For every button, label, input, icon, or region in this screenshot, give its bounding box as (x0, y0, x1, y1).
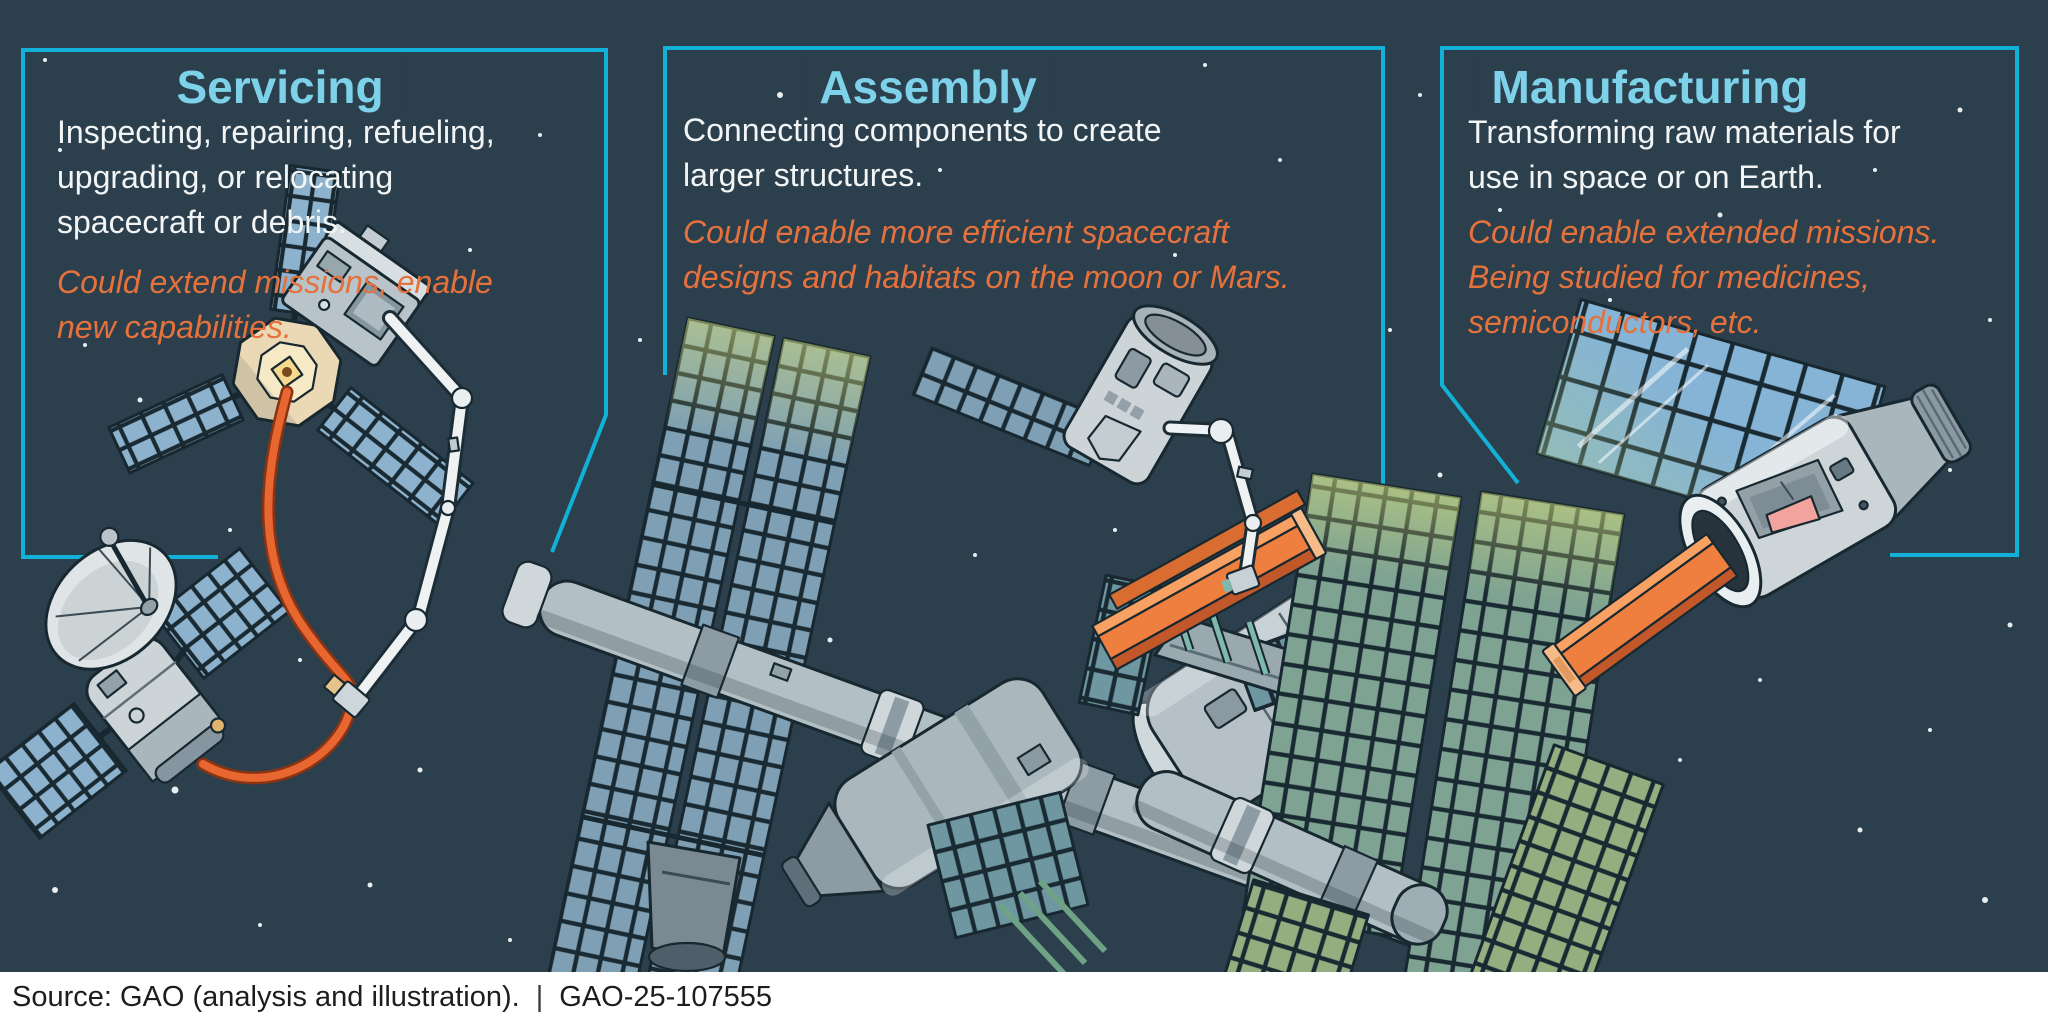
arm-gripper (322, 673, 371, 719)
assembly-robot-arm (1162, 417, 1263, 596)
assembly-bracket (663, 46, 1385, 487)
station-mid-panel (926, 790, 1090, 940)
servicing-illustration (0, 164, 475, 840)
source-text: Source: GAO (analysis and illustration). (12, 981, 520, 1013)
dish-antenna (44, 526, 178, 671)
manufacturing-bracket (1440, 46, 2019, 557)
report-number: GAO-25-107555 (559, 981, 773, 1013)
source-separator: | (535, 981, 544, 1013)
servicer-robotic-arm (322, 310, 474, 719)
assembly-robot-body (1062, 304, 1219, 486)
station-cone-module (646, 840, 742, 973)
client-satellite (0, 526, 291, 840)
servicing-bracket (21, 48, 608, 559)
extruded-i-beam (1541, 532, 1739, 697)
manufacturing-illustration (1465, 298, 1972, 1023)
station-rails (997, 878, 1108, 978)
station-truss-end (1132, 770, 1449, 946)
source-bar: Source: GAO (analysis and illustration).… (0, 972, 2048, 1023)
assembly-illustration (501, 304, 1626, 1023)
